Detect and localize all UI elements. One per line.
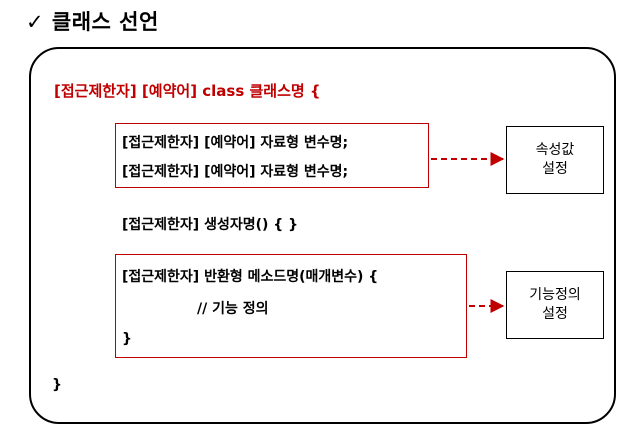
method-comment: // 기능 정의 [197, 301, 269, 317]
slide-title: ✓ 클래스 선언 [26, 10, 159, 34]
attribute-line-1: [접근제한자] [예약어] 자료형 변수명; [122, 135, 349, 151]
method-note-line-1: 기능정의 [529, 287, 581, 303]
attribute-note-box: 속성값 설정 [506, 126, 604, 194]
class-declaration: [접근제한자] [예약어] class 클래스명 { [54, 82, 321, 100]
method-box [115, 254, 467, 358]
method-signature: [접근제한자] 반환형 메소드명(매개변수) { [122, 269, 379, 285]
method-close-brace: } [122, 331, 132, 347]
method-note-line-2: 설정 [542, 306, 568, 322]
attribute-note-line-2: 설정 [542, 161, 568, 177]
attribute-note-line-1: 속성값 [535, 142, 575, 158]
method-note-box: 기능정의 설정 [506, 271, 604, 339]
class-block [29, 47, 616, 424]
attribute-box [115, 123, 429, 188]
attribute-line-2: [접근제한자] [예약어] 자료형 변수명; [122, 164, 349, 180]
constructor-line: [접근제한자] 생성자명() { } [122, 217, 299, 233]
class-close-brace: } [52, 377, 62, 393]
